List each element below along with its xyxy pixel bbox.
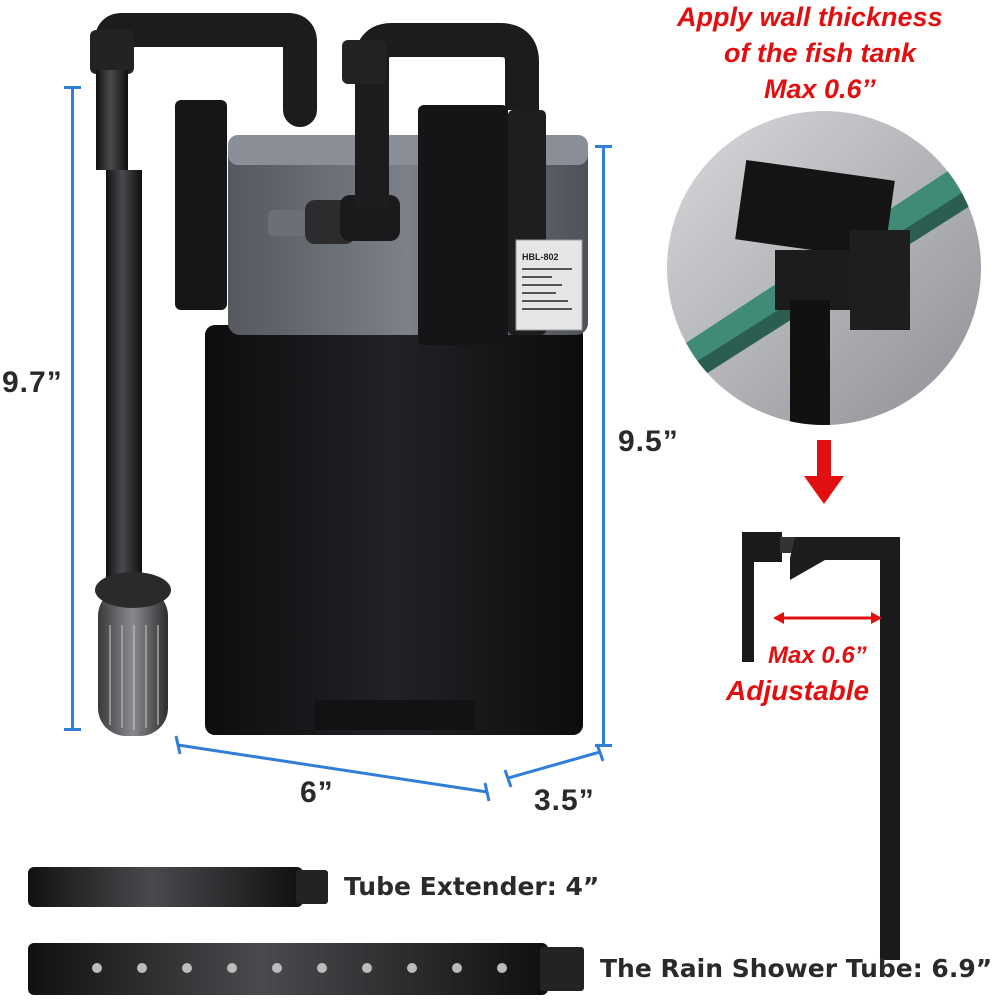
height-left-cap-top (64, 86, 81, 89)
bracket-adjustable-label: Adjustable (726, 675, 870, 706)
height-right-label: 9.5” (618, 425, 679, 458)
outlet-tube (342, 23, 539, 210)
filter-body (175, 100, 588, 735)
width-label: 6” (300, 776, 334, 809)
intake-tube (90, 13, 317, 736)
rain-shower-tube-label: The Rain Shower Tube: 6.9” (600, 954, 993, 983)
tube-extender-label: Tube Extender: 4” (344, 872, 600, 901)
label-fine-print (522, 268, 572, 310)
callout-line-1: Apply wall thickness (677, 2, 943, 32)
height-right-cap-bottom (595, 744, 612, 747)
callout-line-2: of the fish tank (724, 38, 917, 68)
height-right-line (602, 145, 605, 747)
height-left-line (71, 86, 74, 731)
height-left-label: 9.7” (2, 366, 63, 400)
height-right-cap-top (595, 145, 612, 148)
callout-line-3: Max 0.6’’ (764, 74, 876, 104)
height-left-cap-bottom (64, 728, 81, 731)
bracket-max-label: Max 0.6” (768, 642, 867, 669)
model-label: HBL-802 (522, 252, 559, 262)
depth-label: 3.5” (534, 784, 595, 817)
